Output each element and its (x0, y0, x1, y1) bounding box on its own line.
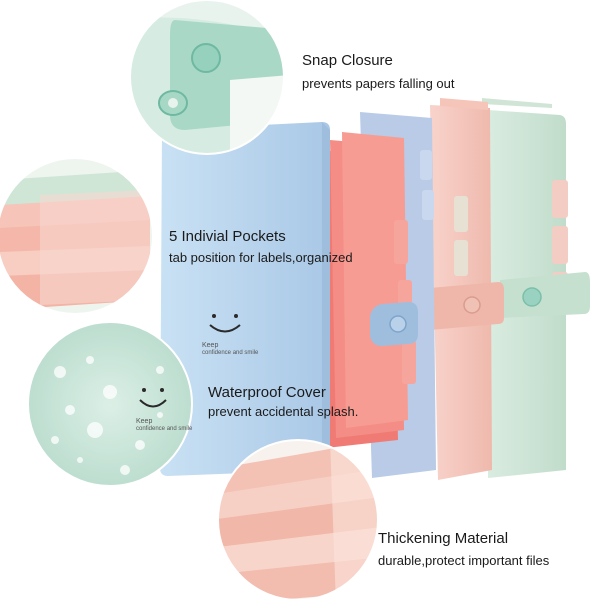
feature-title-thickening: Thickening Material (378, 530, 509, 547)
snap-button-mint (522, 287, 542, 307)
cover-print-word: Keep (202, 342, 219, 349)
feature-title-waterproof: Waterproof Cover (208, 384, 326, 401)
divider-tab-1 (394, 220, 408, 264)
callout-pockets (0, 158, 153, 314)
mint-tab-1 (552, 180, 568, 218)
callout-waterproof (28, 322, 192, 486)
cover-print-tagline: confidence and smile (202, 350, 259, 356)
mint-folder (482, 98, 590, 478)
callout-print-word: Keep (136, 418, 153, 425)
divider-tab-3 (402, 340, 416, 384)
peach-tab-2 (454, 240, 468, 276)
feature-subtitle-waterproof: prevent accidental splash. (208, 404, 359, 419)
smile-icon-callout (139, 399, 167, 408)
blue-folder (160, 122, 418, 476)
water-droplets (51, 356, 164, 475)
feature-subtitle-snap-closure: prevents papers falling out (302, 76, 455, 91)
snap-button-peach (463, 296, 481, 314)
callout-snap-closure (130, 0, 284, 154)
feature-subtitle-thickening: durable,protect important files (378, 553, 550, 568)
peach-tab-1 (454, 196, 468, 232)
feature-title-snap-closure: Snap Closure (302, 52, 393, 69)
snap-closure-icon (191, 43, 221, 73)
mint-tab-2 (552, 226, 568, 264)
smile-eye-right (234, 314, 238, 318)
smile-eye-left (212, 314, 216, 318)
peach-folder (430, 98, 504, 480)
pink-dividers (318, 132, 416, 448)
callout-print-tagline: confidence and smile (136, 426, 193, 432)
snap-button-blue (389, 315, 407, 333)
feature-subtitle-pockets: tab position for labels,organized (169, 250, 353, 265)
smile-icon (209, 324, 241, 333)
feature-title-pockets: 5 Indivial Pockets (169, 228, 286, 245)
